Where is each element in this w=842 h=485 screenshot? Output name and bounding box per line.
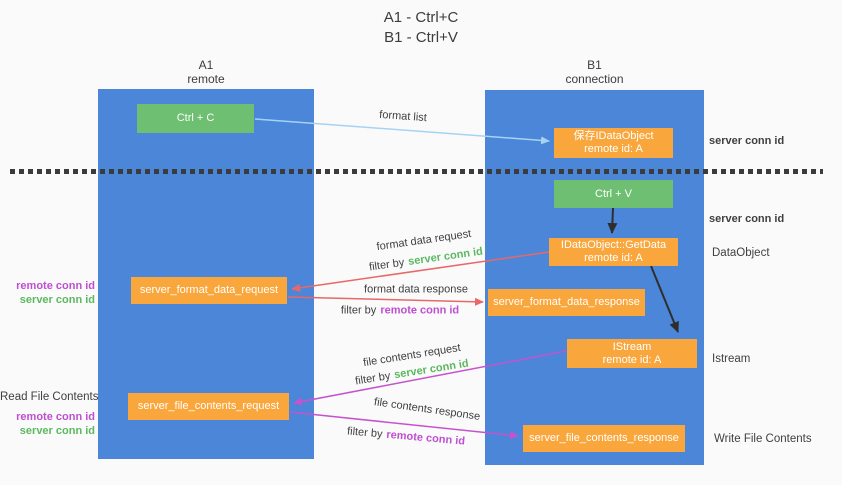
node-ctrl-v: Ctrl + V [554,180,673,208]
node-server-format-data-request: server_format_data_request [131,277,287,304]
server-conn-id-label: server conn id [19,425,95,437]
annotation-write-file-contents: Write File Contents [714,433,812,445]
annotation-read-file-contents: Read File Contents [0,391,99,403]
node-istream: IStream remote id: A [567,339,697,368]
label-file-contents-response: file contents response [373,396,481,423]
annotation-file-conn-ids: remote conn id server conn id [0,410,95,438]
node-server-format-data-response: server_format_data_response [488,289,645,316]
node-save-idataobject-line2: remote id: A [584,143,643,155]
server-conn-id-label: server conn id [19,294,95,306]
node-save-idataobject: 保存IDataObject remote id: A [554,128,673,158]
title-line-2: B1 - Ctrl+V [384,29,458,46]
node-ctrl-c-label: Ctrl + C [176,112,215,124]
remote-conn-id-label: remote conn id [16,280,95,292]
node-server-file-contents-response: server_file_contents_response [523,425,685,452]
column-header-b1: B1 connection [485,58,704,86]
node-istream-line2: remote id: A [602,353,662,366]
column-b1-role: connection [565,72,624,86]
node-server-file-contents-request-label: server_file_contents_request [137,400,280,412]
node-getdata-line1: IDataObject::GetData [560,239,667,251]
node-getdata-line2: remote id: A [584,252,643,264]
diagram-title: A1 - Ctrl+C B1 - Ctrl+V [0,8,842,48]
title-line-1: A1 - Ctrl+C [383,9,459,26]
node-ctrl-c: Ctrl + C [137,104,254,133]
node-server-format-data-response-label: server_format_data_response [493,296,640,308]
filter-by-text: filter by [368,256,406,274]
annotation-istream: Istream [712,353,751,365]
label-format-list: format list [378,108,428,125]
arrow-format-data-response [287,296,484,306]
remote-conn-id-text: remote conn id [385,428,466,448]
annotation-server-conn-id-top: server conn id [709,135,785,147]
column-b1-id: B1 [587,58,602,72]
label-format-data-response: format data response [364,283,468,296]
remote-conn-id-label: remote conn id [16,411,95,423]
node-server-format-data-request-label: server_format_data_request [139,284,279,296]
session-divider-line [10,169,823,174]
node-server-file-contents-request: server_file_contents_request [128,393,289,420]
annotation-dataobject: DataObject [712,247,770,259]
node-istream-line1: IStream [612,340,652,353]
annotation-format-conn-ids: remote conn id server conn id [0,279,95,307]
column-a1-id: A1 [198,58,214,72]
node-server-file-contents-response-label: server_file_contents_response [529,432,679,444]
node-getdata: IDataObject::GetData remote id: A [549,238,678,266]
node-save-idataobject-line1: 保存IDataObject [573,130,654,142]
server-conn-id-text: server conn id [407,245,484,268]
filter-by-text: filter by [340,304,377,317]
remote-conn-id-text: remote conn id [380,304,460,317]
filter-by-text: filter by [346,425,383,441]
column-a1-role: remote [187,72,225,86]
node-ctrl-v-label: Ctrl + V [595,187,632,200]
filter-by-text: filter by [354,370,392,388]
column-header-a1: A1 remote [98,58,314,86]
annotation-server-conn-id-mid: server conn id [709,213,785,225]
